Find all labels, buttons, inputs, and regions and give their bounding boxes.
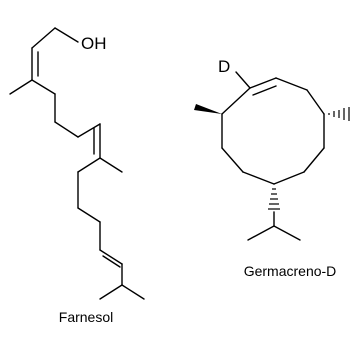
farnesol-bond-c4-c5 — [31, 79, 56, 95]
germacrene-ring-bond-5 — [303, 147, 325, 173]
germacrene-ring-bond-2 — [275, 77, 308, 91]
farnesol-bond-c7-c8 — [77, 123, 101, 138]
germacrene-d-label: D — [218, 57, 230, 76]
germacrene-wedge-methyl — [194, 104, 222, 114]
farnesol-double-bond-inner-3 — [102, 255, 121, 268]
germacrene-hashed-methyl — [328, 107, 350, 121]
germacrene-ring-bond-8 — [221, 147, 244, 173]
germacrene-structure: D Germacreno-D — [194, 57, 350, 279]
farnesol-methyl-1 — [9, 79, 33, 95]
germacrene-ring-bond-6 — [273, 171, 305, 185]
germacrene-name: Germacreno-D — [244, 263, 337, 279]
germacrene-ring-bond-7 — [242, 171, 275, 185]
farnesol-structure: OH Farnesol — [9, 27, 145, 325]
farnesol-bond-c2-c3 — [31, 27, 56, 49]
farnesol-bond-c9-c10 — [77, 157, 101, 173]
germacrene-ring-bond-10 — [221, 87, 251, 115]
farnesol-bond-c11-c12 — [77, 207, 101, 223]
germacrene-ring-bond-1 — [249, 77, 277, 89]
farnesol-terminal-methyl-c — [121, 284, 145, 300]
germacrene-ring-bond-3 — [306, 89, 325, 115]
farnesol-methyl-2 — [99, 157, 123, 173]
farnesol-bond-c13-c14 — [99, 249, 123, 265]
germacrene-double-bond-inner — [252, 85, 277, 96]
germacrene-d-bond — [235, 71, 251, 89]
farnesol-bond-c6-c7 — [54, 121, 79, 138]
germacrene-isopropyl-right — [273, 225, 301, 241]
farnesol-terminal-methyl-b — [99, 284, 123, 300]
farnesol-oh-label: OH — [81, 34, 107, 53]
germacrene-isopropyl-left — [247, 225, 275, 241]
germacrene-hashed-isopropyl — [268, 188, 280, 210]
farnesol-name: Farnesol — [59, 309, 113, 325]
farnesol-bond-c1-c2 — [54, 27, 79, 43]
